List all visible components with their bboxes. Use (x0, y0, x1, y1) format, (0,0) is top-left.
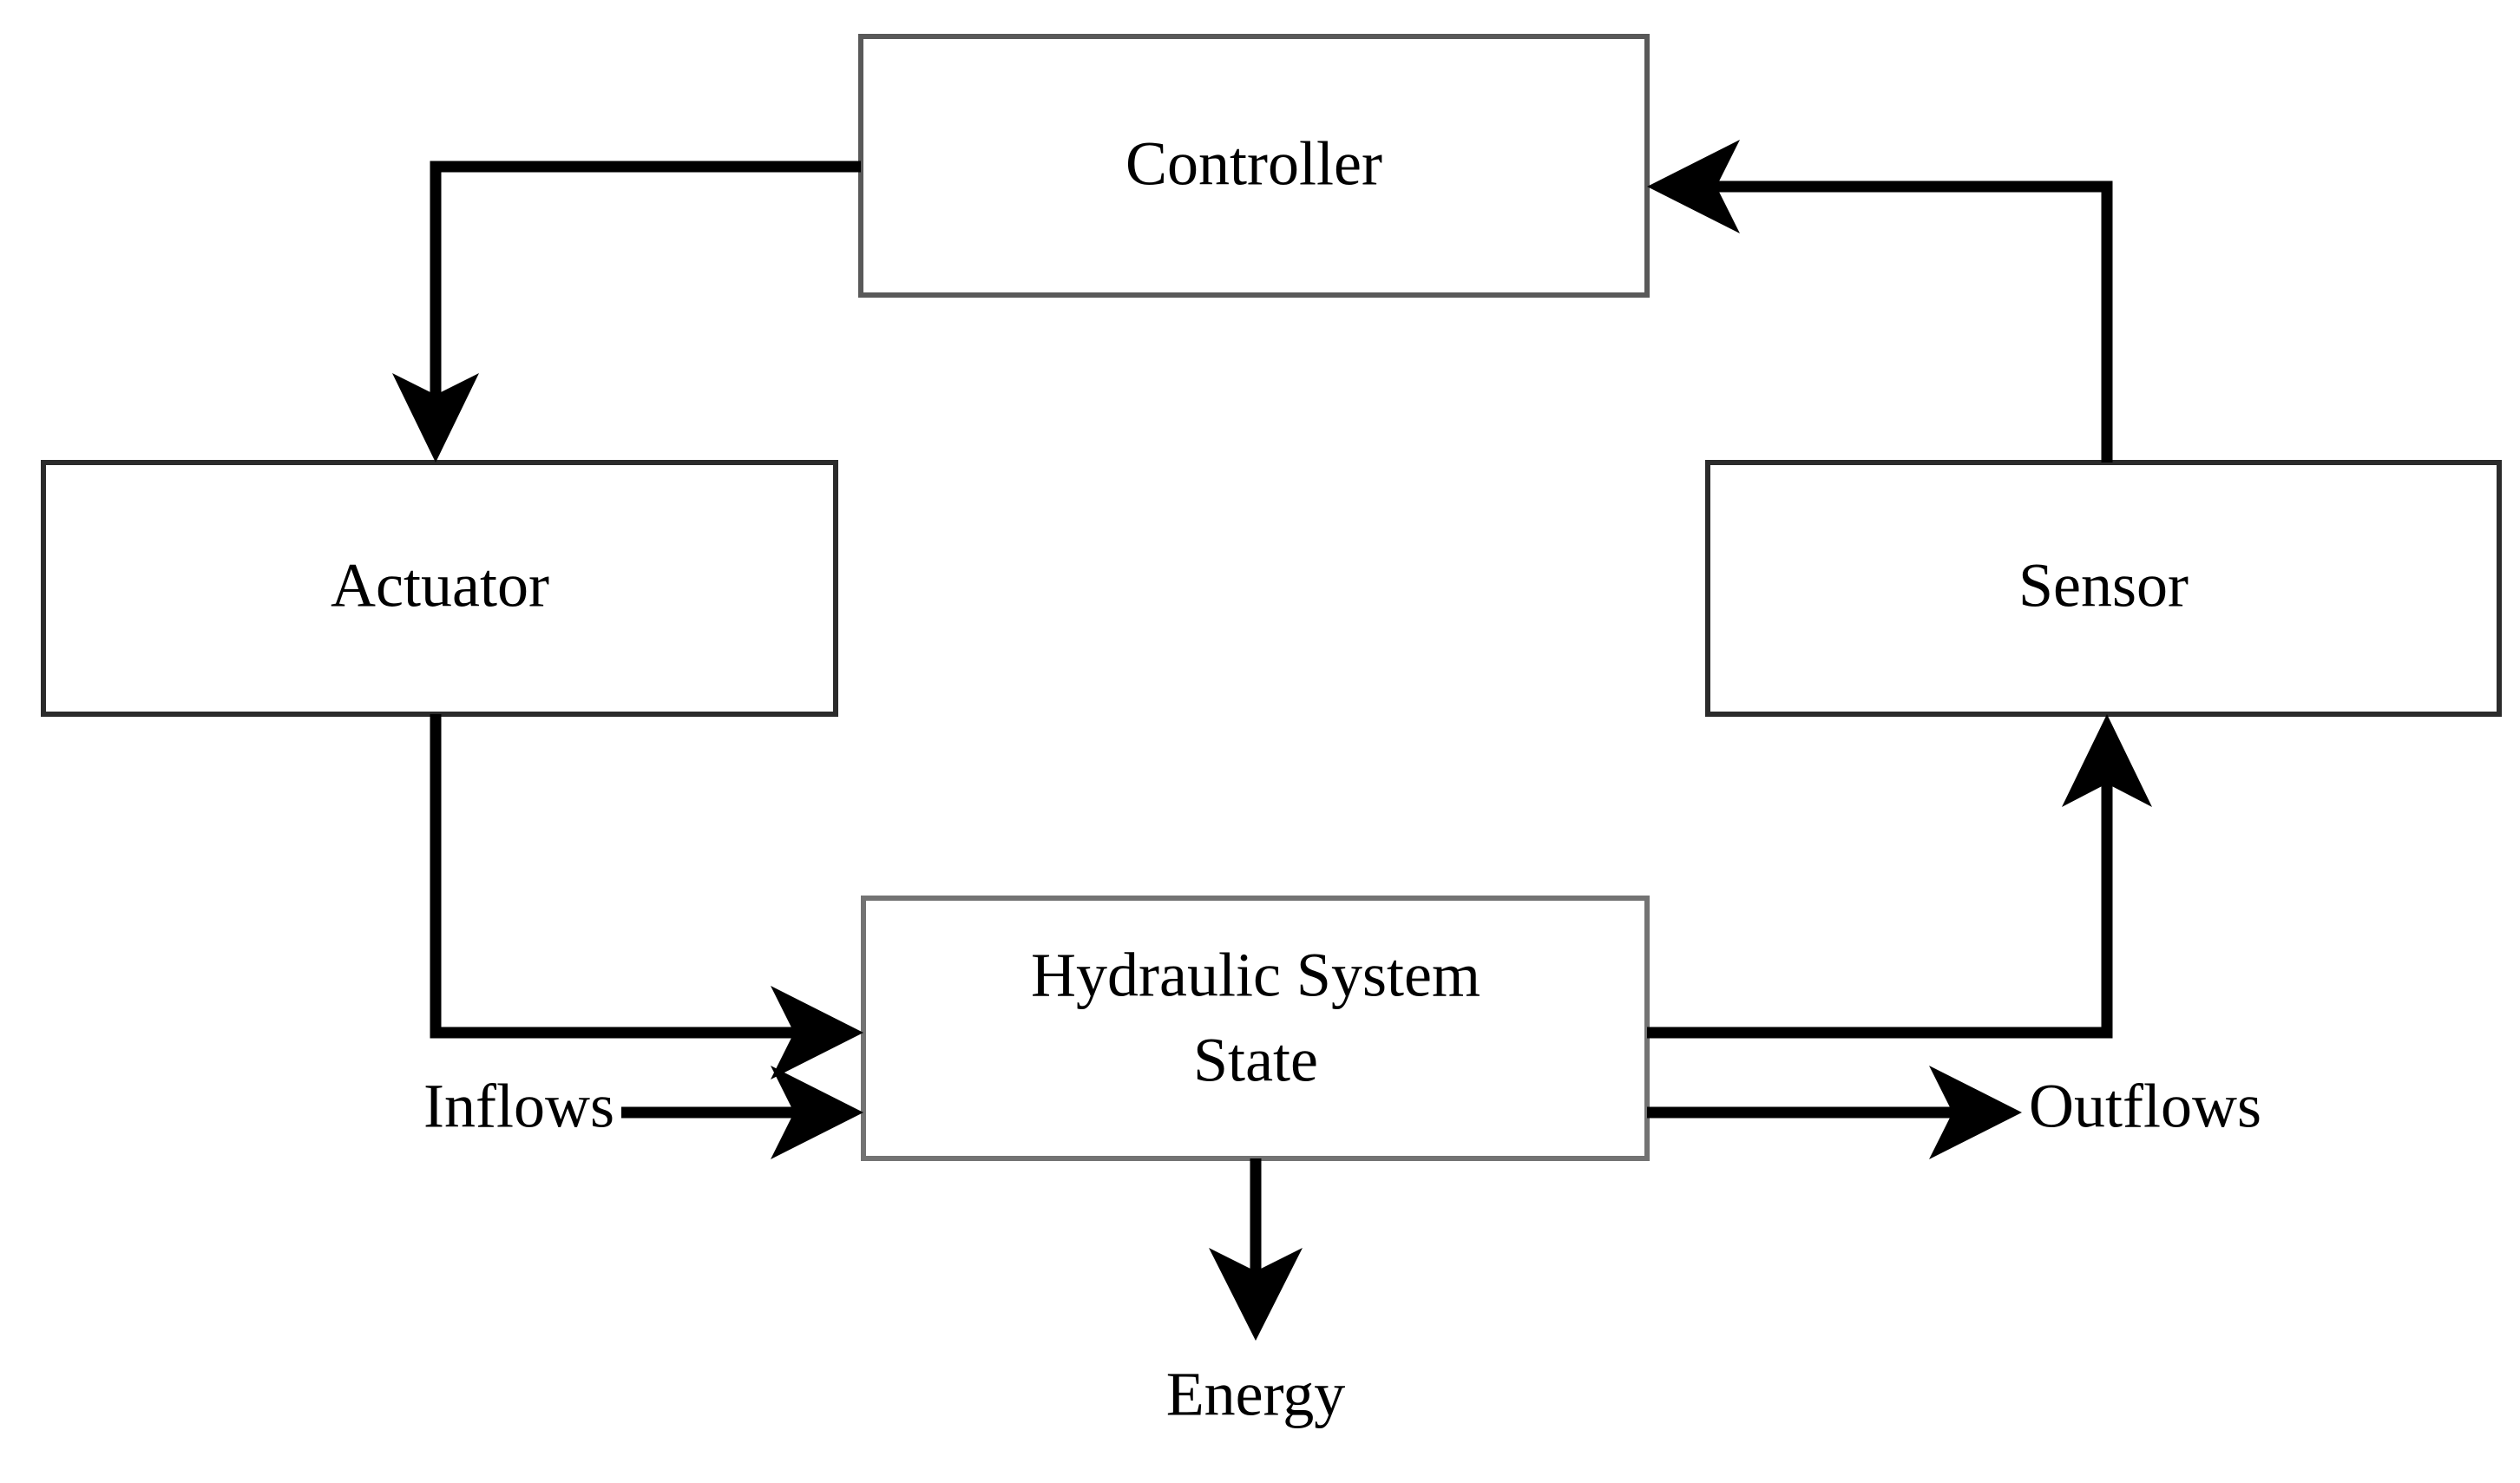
edge-actuator-to-hydraulic (430, 714, 863, 1079)
energy-label: Energy (1166, 1360, 1346, 1429)
actuator-to-hydraulic-line (430, 714, 833, 1039)
edge-hydraulic-to-energy (1209, 1158, 1303, 1341)
hydraulic-system-state-label-line2: State (1193, 1026, 1318, 1095)
actuator-to-hydraulic-arrowhead (771, 986, 863, 1079)
edge-hydraulic-to-sensor (1647, 714, 2152, 1039)
controller-label: Controller (1125, 129, 1382, 199)
sensor-label: Sensor (2018, 551, 2189, 620)
sensor-to-controller-line (1677, 180, 2113, 463)
actuator-label: Actuator (331, 551, 549, 620)
node-hydraulic-system-state[interactable]: Hydraulic System State (861, 896, 1650, 1161)
hydraulic-to-sensor-arrowhead (2062, 714, 2152, 807)
inflows-to-hydraulic-arrowhead (771, 1066, 863, 1159)
hydraulic-to-sensor-line (1647, 745, 2113, 1039)
edge-sensor-to-controller (1647, 140, 2113, 463)
controller-to-actuator-line (430, 161, 861, 434)
edge-inflows-to-hydraulic (621, 1066, 863, 1159)
hydraulic-to-outflows-arrowhead (1929, 1066, 2022, 1159)
inflows-label: Inflows (423, 1072, 614, 1141)
node-sensor[interactable]: Sensor (1705, 460, 2502, 717)
controller-to-actuator-arrowhead (392, 373, 479, 463)
sensor-to-controller-arrowhead (1647, 140, 1740, 233)
node-actuator[interactable]: Actuator (41, 460, 838, 717)
edge-controller-to-actuator (392, 161, 861, 463)
hydraulic-system-state-label-line1: Hydraulic System (1031, 941, 1480, 1010)
outflows-label: Outflows (2029, 1072, 2261, 1141)
actuator-box[interactable] (41, 460, 838, 717)
node-controller[interactable]: Controller (858, 34, 1650, 298)
edge-hydraulic-to-outflows (1647, 1066, 2022, 1159)
hydraulic-to-energy-arrowhead (1209, 1248, 1303, 1341)
controller-box[interactable] (858, 34, 1650, 298)
hydraulic-system-state-box[interactable] (861, 896, 1650, 1161)
